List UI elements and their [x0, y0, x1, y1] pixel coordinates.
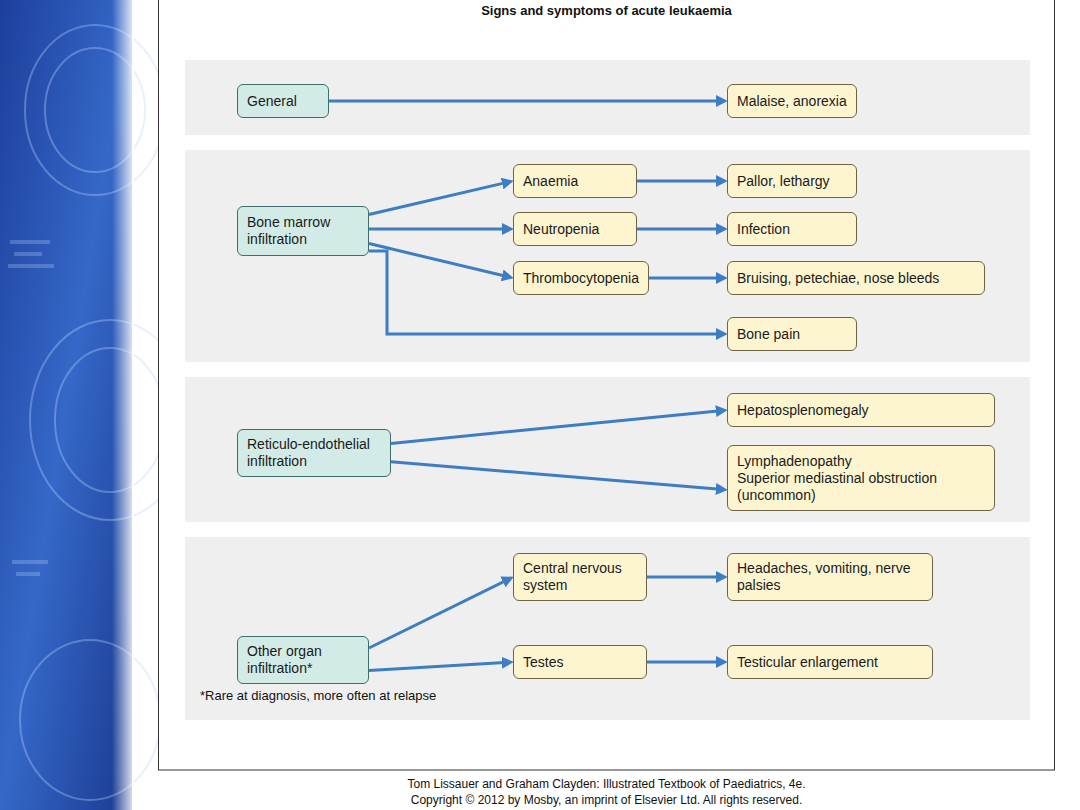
flow-arrow [649, 277, 723, 280]
group-band [185, 537, 1030, 720]
flow-arrow [369, 251, 723, 334]
node-text: Infection [737, 221, 847, 238]
node-text: Central nervous system [523, 560, 637, 594]
symptom-box: Anaemia [513, 164, 637, 198]
node-text: Testes [523, 654, 637, 671]
node-text: Hepatosplenomegaly [737, 402, 985, 419]
category-box: General [237, 84, 329, 118]
node-text: Other organ infiltration* [247, 643, 359, 677]
node-text: Anaemia [523, 173, 627, 190]
node-text: Bone pain [737, 326, 847, 343]
node-text: Bruising, petechiae, nose bleeds [737, 270, 975, 287]
node-text: Reticulo-endothelial infiltration [247, 436, 381, 470]
symptom-box: Malaise, anorexia [727, 84, 857, 118]
symptom-box: Bruising, petechiae, nose bleeds [727, 261, 985, 295]
symptom-box: Neutropenia [513, 212, 637, 246]
node-text: General [247, 93, 319, 110]
node-text: Testicular enlargement [737, 654, 923, 671]
diagram-title: Signs and symptoms of acute leukaemia [158, 3, 1055, 19]
node-text: Thrombocytopenia [523, 270, 639, 287]
symptom-box: Pallor, lethargy [727, 164, 857, 198]
flow-arrow [647, 576, 723, 579]
flow-arrow [369, 579, 509, 648]
group-band [185, 377, 1030, 522]
flow-arrow [369, 244, 509, 278]
flow-arrow [391, 410, 723, 443]
flow-arrow [647, 661, 723, 664]
symptom-box: Infection [727, 212, 857, 246]
flow-arrow [391, 462, 723, 490]
flow-arrow [369, 662, 509, 670]
flow-arrow [329, 100, 723, 103]
source-credit: Tom Lissauer and Graham Clayden: Illustr… [158, 776, 1055, 792]
flow-arrow [369, 182, 509, 215]
stripe-fade [112, 0, 134, 810]
node-text: Lymphadenopathy [737, 453, 985, 470]
symptom-box: Testicular enlargement [727, 645, 933, 679]
symptom-box: Hepatosplenomegaly [727, 393, 995, 427]
symptom-box: Testes [513, 645, 647, 679]
node-text: Malaise, anorexia [737, 93, 847, 110]
scan-marks [8, 240, 54, 576]
symptom-box: Central nervous system [513, 553, 647, 601]
symptom-box: Headaches, vomiting, nerve palsies [727, 553, 933, 601]
copyright-notice: Copyright © 2012 by Mosby, an imprint of… [158, 792, 1055, 808]
flow-arrow [637, 180, 723, 183]
flow-arrow [637, 228, 723, 231]
footnote: *Rare at diagnosis, more often at relaps… [200, 688, 436, 704]
group-band [185, 150, 1030, 362]
figure-panel [159, 0, 1055, 770]
node-text: Headaches, vomiting, nerve palsies [737, 560, 923, 594]
symptom-box: LymphadenopathySuperior mediastinal obst… [727, 445, 995, 511]
category-box: Other organ infiltration* [237, 636, 369, 684]
symptom-box: Thrombocytopenia [513, 261, 649, 295]
symptom-box: Bone pain [727, 317, 857, 351]
group-band [185, 60, 1030, 135]
category-box: Reticulo-endothelial infiltration [237, 429, 391, 477]
node-text: Bone marrow infiltration [247, 214, 359, 248]
category-box: Bone marrow infiltration [237, 206, 369, 256]
node-text: Pallor, lethargy [737, 173, 847, 190]
node-text: Superior mediastinal obstruction (uncomm… [737, 470, 985, 504]
flow-arrow [369, 228, 509, 231]
node-text: Neutropenia [523, 221, 627, 238]
